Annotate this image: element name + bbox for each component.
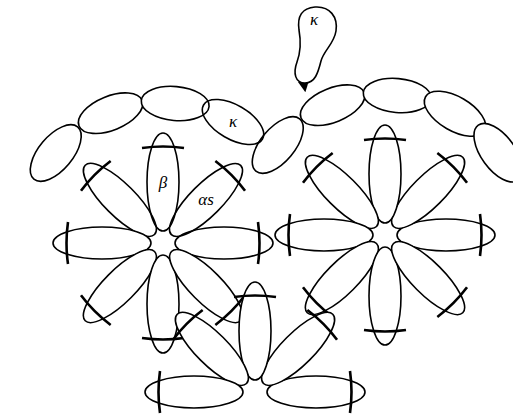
subunit-shape <box>195 90 271 153</box>
hydrophobic-bar <box>81 295 111 325</box>
hydrophobic-bar <box>303 153 333 183</box>
hydrophobic-bar <box>234 296 276 298</box>
kappa-casein-cap: κ <box>195 92 271 152</box>
kappa-cap <box>465 115 513 190</box>
kappa-cap <box>295 77 371 134</box>
kappa-shape <box>295 7 336 83</box>
casein-petal <box>160 240 252 332</box>
alpha-s-casein-petal: αs <box>156 150 256 250</box>
hydrophobic-bar <box>81 161 111 191</box>
subunit-label: κ <box>310 11 318 28</box>
subunit-label: β <box>159 174 167 191</box>
hydrophobic-bar <box>67 222 69 264</box>
hydrophobic-bar <box>364 330 406 332</box>
kappa-casein-free: κ <box>290 4 340 86</box>
hydrophobic-bar <box>173 310 203 340</box>
kappa-cap <box>73 85 149 142</box>
beta-casein-petal: β <box>113 132 213 232</box>
hydrophobic-bar <box>350 371 352 413</box>
hydrophobic-bar <box>364 139 406 141</box>
subunit-shape <box>160 154 252 246</box>
subunit-label: αs <box>198 191 214 208</box>
hydrophobic-bar <box>258 222 260 264</box>
hydrophobic-bar <box>307 310 337 340</box>
submicelles <box>21 76 513 413</box>
kappa-cap <box>362 76 433 116</box>
casein-petal <box>382 232 474 324</box>
kappa-cap <box>140 84 211 124</box>
hydrophobic-bar <box>159 371 161 413</box>
hydrophobic-bar <box>142 147 184 149</box>
subunit-label: κ <box>229 113 237 130</box>
hydrophobic-bar <box>437 287 467 317</box>
hydrophobic-bar <box>480 214 482 256</box>
hydrophobic-bar <box>289 214 291 256</box>
hydrophobic-bar <box>142 338 184 340</box>
hydrophobic-bar <box>437 153 467 183</box>
